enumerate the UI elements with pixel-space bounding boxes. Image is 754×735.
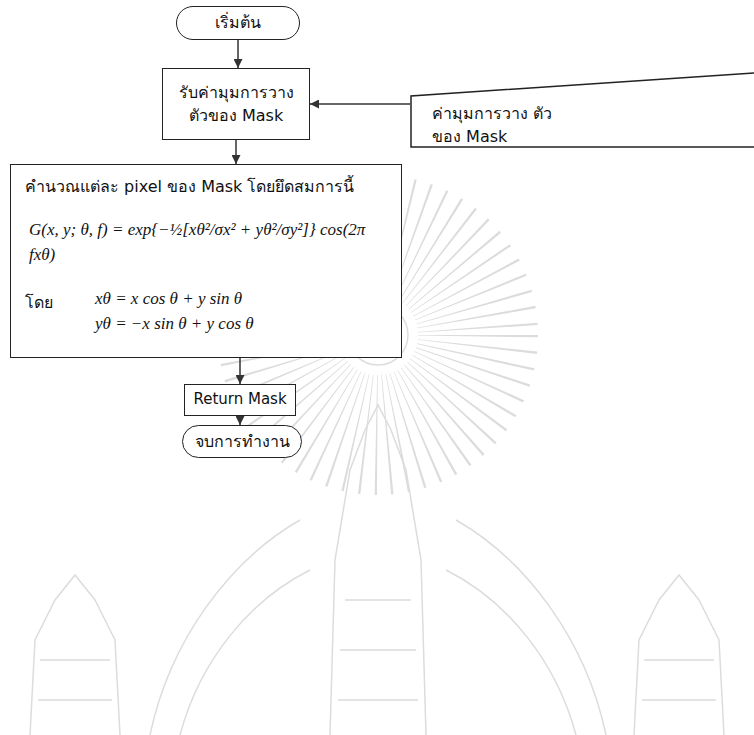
process-box: คำนวณแต่ละ pixel ของ Mask โดยยึดสมการนี้… xyxy=(10,164,402,358)
node-text: ค่ามุมการวาง ตัวของ Mask xyxy=(432,102,572,148)
flow-arrow xyxy=(237,40,239,68)
connector-word: โดย xyxy=(25,291,81,314)
process-box: รับค่ามุมการวาง ตัวของ Mask xyxy=(162,68,310,140)
node-text: รับค่ามุมการวาง ตัวของ Mask xyxy=(171,81,301,127)
terminal: เริ่มต้น xyxy=(176,6,300,40)
heading: คำนวณแต่ละ pixel ของ Mask โดยยึดสมการนี้ xyxy=(25,175,387,198)
flourish xyxy=(180,570,576,735)
central-spire xyxy=(330,405,426,735)
flow-arrow xyxy=(235,140,237,164)
node-text: เริ่มต้น xyxy=(215,11,261,34)
node-text: Return Mask xyxy=(193,389,286,411)
equation: G(x, y; θ, f) = exp{−½[xθ²/σx² + yθ²/σy²… xyxy=(29,218,387,267)
right-tower-bands xyxy=(642,660,716,700)
flow-arrow xyxy=(239,358,241,384)
right-tower xyxy=(634,575,724,735)
process-box: Return Mask xyxy=(184,384,296,416)
equation: xθ = x cos θ + y sin θ xyxy=(95,287,387,312)
flourish xyxy=(150,520,606,735)
flow-arrow xyxy=(239,416,241,425)
equation: yθ = −x sin θ + y cos θ xyxy=(95,312,387,337)
flow-arrow xyxy=(310,103,410,105)
left-tower-bands xyxy=(38,660,112,700)
left-tower xyxy=(30,575,120,735)
spire-bands xyxy=(338,600,418,700)
terminal: จบการทำงาน xyxy=(182,425,302,458)
node-text: จบการทำงาน xyxy=(195,430,290,453)
manual-input: ค่ามุมการวาง ตัวของ Mask xyxy=(410,72,754,148)
